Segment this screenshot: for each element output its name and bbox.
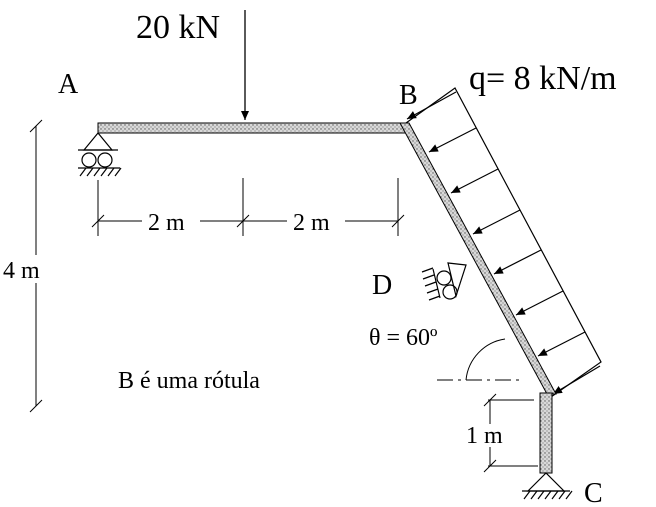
member-c (539, 392, 553, 474)
hinge-note: B é uma rótula (118, 368, 260, 394)
dim-ab-left-label: 2 m (148, 210, 185, 236)
dimension-lines (29, 119, 538, 473)
beam-ab (97, 122, 406, 134)
angle-label: θ = 60º (369, 325, 438, 351)
node-c-label: C (584, 478, 603, 507)
node-a-label: A (58, 69, 79, 100)
dim-bottom-label: 1 m (466, 423, 503, 449)
angle-indicator (437, 338, 520, 381)
point-load-label: 20 kN (136, 9, 220, 46)
node-b-label: B (399, 80, 418, 111)
roller-support-a (78, 132, 122, 177)
distributed-load-label: q= 8 kN/m (469, 60, 617, 97)
distributed-load (405, 87, 602, 398)
dim-height-label: 4 m (3, 258, 40, 284)
pin-support-c (522, 472, 573, 500)
roller-support-d (421, 262, 467, 301)
node-d-label: D (372, 270, 392, 301)
dim-ab-right-label: 2 m (293, 210, 330, 236)
member-bd (399, 122, 557, 395)
